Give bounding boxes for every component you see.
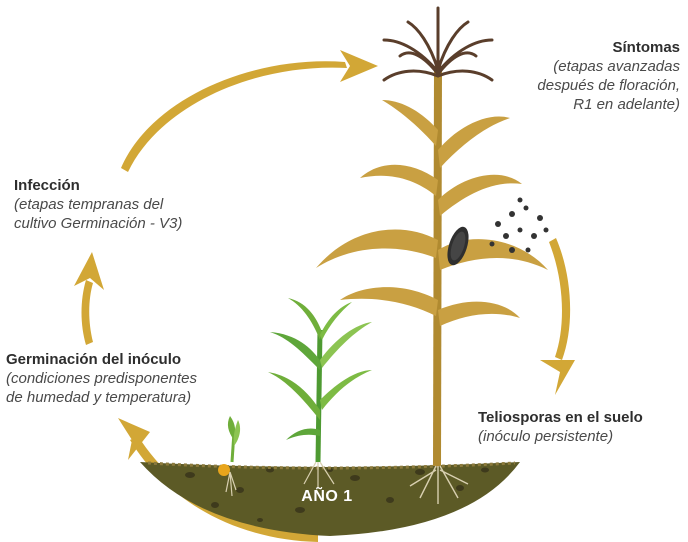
germination-line2: de humedad y temperatura)	[6, 389, 192, 406]
tassel	[382, 6, 494, 82]
young-plant	[268, 298, 372, 488]
germination-line1: (condiciones predisponentes	[6, 370, 197, 387]
infected-ear-icon	[447, 226, 469, 266]
soil	[140, 461, 520, 536]
symptoms-label: Síntomas (etapas avanzadas después de fl…	[430, 38, 680, 114]
infection-title: Infección	[14, 177, 80, 194]
germinating-inoculum-icon	[218, 464, 230, 476]
arrowhead-symptoms	[340, 50, 378, 82]
infection-line1: (etapas tempranas del	[14, 196, 164, 213]
arrow-symptoms-to-soil	[549, 238, 571, 360]
arrowhead-soil	[540, 360, 575, 395]
mature-plant	[316, 6, 549, 504]
symptoms-title: Síntomas	[612, 39, 680, 56]
arrowhead-infection	[74, 252, 104, 290]
year-label: AÑO 1	[301, 488, 353, 505]
symptoms-line3: R1 en adelante)	[573, 96, 680, 113]
teliospores-line1: (inóculo persistente)	[478, 428, 614, 445]
seedling	[218, 416, 241, 497]
germination-title: Germinación del inóculo	[6, 351, 182, 368]
symptoms-line1: (etapas avanzadas	[553, 58, 680, 75]
symptoms-line2: después de floración,	[537, 77, 680, 94]
arrow-germination-to-infection	[81, 280, 93, 345]
cycle-arrows	[74, 50, 575, 542]
teliospores-title: Teliosporas en el suelo	[478, 409, 643, 426]
teliospores-icon	[489, 197, 549, 253]
infection-line2: cultivo Germinación - V3)	[14, 215, 183, 232]
teliospores-label: Teliosporas en el suelo (inóculo persist…	[478, 408, 683, 446]
germination-label: Germinación del inóculo (condiciones pre…	[6, 350, 276, 407]
arrow-infection-to-symptoms	[121, 61, 347, 172]
arrow-soil-to-germination	[130, 436, 318, 542]
infection-label: Infección (etapas tempranas del cultivo …	[14, 176, 264, 233]
arrowhead-germination	[118, 418, 150, 460]
